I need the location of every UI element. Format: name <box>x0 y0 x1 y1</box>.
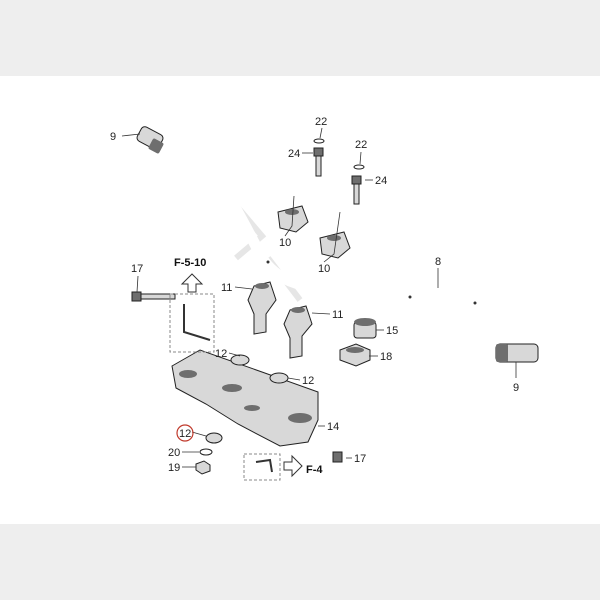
callout-12-upper-right: 12 <box>302 375 314 387</box>
callout-10-right: 10 <box>318 263 330 275</box>
callout-labels: 9 9 22 22 24 24 10 10 8 17 17 11 11 15 1… <box>110 116 519 474</box>
bar-end-right <box>495 343 539 363</box>
top-band <box>0 0 600 76</box>
callout-12-circled: 12 <box>179 428 191 440</box>
bolt-24-left <box>313 147 324 177</box>
bolt-24-right <box>351 175 362 205</box>
collar-15 <box>353 318 377 339</box>
callout-17-left: 17 <box>131 263 143 275</box>
callout-19: 19 <box>168 462 180 474</box>
clip-f510 <box>183 304 211 341</box>
bolt-17-left <box>131 291 176 302</box>
inset-box-f4 <box>243 453 281 481</box>
rubber-12-upper-right <box>269 372 289 384</box>
reference-f4: F-4 <box>306 464 323 476</box>
washer-22-left <box>313 138 325 144</box>
callout-12-upper-left: 12 <box>215 348 227 360</box>
rubber-12-upper-left <box>230 354 250 366</box>
washer-20 <box>199 448 213 456</box>
lower-holder-left <box>247 281 277 335</box>
rubber-12-lower <box>205 432 223 444</box>
lower-holder-right <box>283 305 313 359</box>
callout-8: 8 <box>435 256 441 268</box>
callout-11-right: 11 <box>332 309 343 321</box>
nut-19 <box>195 460 211 475</box>
callout-10-left: 10 <box>279 237 291 249</box>
callout-14: 14 <box>327 421 339 433</box>
washer-22-right <box>353 164 365 170</box>
reference-f5-10: F-5-10 <box>174 257 206 269</box>
clip-f4 <box>255 458 273 473</box>
bar-end-left <box>136 126 164 154</box>
upper-holder-left <box>277 205 309 233</box>
callout-22-right: 22 <box>355 139 367 151</box>
bottom-band <box>0 524 600 600</box>
callout-15: 15 <box>386 325 398 337</box>
leader-lines <box>121 127 517 468</box>
arrow-f4-icon <box>283 454 303 478</box>
callout-24-left: 24 <box>288 148 300 160</box>
highlight-circle <box>176 424 194 442</box>
callout-11-left: 11 <box>221 282 232 294</box>
callout-22-left: 22 <box>315 116 327 128</box>
callout-18: 18 <box>380 351 392 363</box>
callout-9-left: 9 <box>110 131 116 143</box>
callout-17-right: 17 <box>354 453 366 465</box>
callout-24-right: 24 <box>375 175 387 187</box>
inset-box-f510 <box>169 293 215 353</box>
callout-20: 20 <box>168 447 180 459</box>
handlebar <box>166 122 521 324</box>
bolt-17-right <box>332 451 343 463</box>
nut-18 <box>339 343 371 367</box>
arrow-f510-icon <box>180 273 204 293</box>
callout-9-right: 9 <box>513 382 519 394</box>
